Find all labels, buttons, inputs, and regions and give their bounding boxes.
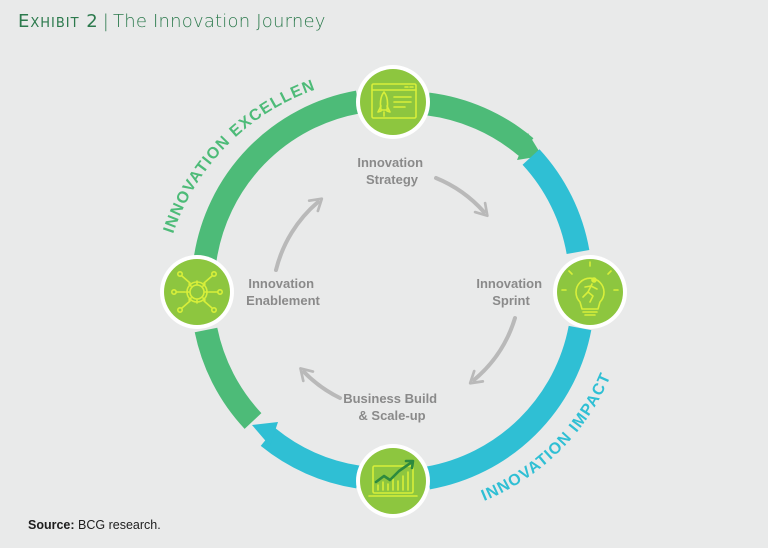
- impact-arrowhead: [252, 422, 278, 446]
- stage-label-strategy: Innovation Strategy: [357, 155, 426, 187]
- inner-arrow-strategy-to-sprint: [434, 176, 489, 218]
- running-lightbulb-icon: [561, 261, 619, 316]
- excellence-arc-left: [193, 90, 361, 262]
- stage-node-enablement: [160, 255, 234, 329]
- innovation-excellence-label: INNOVATION EXCELLENCE: [0, 0, 318, 235]
- exhibit-title: Exhibit 2|The Innovation Journey: [18, 11, 326, 32]
- source-label: Source:: [28, 518, 75, 532]
- page-title: The Innovation Journey: [113, 11, 326, 32]
- inner-arrow-sprint-to-build: [468, 316, 517, 385]
- stage-label-enablement: Innovation Enablement: [246, 276, 320, 308]
- source-note: Source: BCG research.: [28, 518, 161, 532]
- excellence-arc-lower-left: [194, 327, 262, 429]
- exhibit-label: Exhibit 2: [18, 11, 99, 32]
- growth-chart-icon: [368, 459, 418, 497]
- stage-node-sprint: [553, 255, 627, 329]
- stage-label-build: Business Build & Scale-up: [343, 391, 441, 423]
- stage-node-build: [356, 444, 430, 518]
- inner-arrow-enablement-to-strategy: [274, 197, 324, 272]
- inner-arrow-build-to-enablement: [299, 367, 342, 400]
- impact-arc-bottom-left: [260, 427, 360, 489]
- stage-node-strategy: [356, 65, 430, 139]
- excellence-arc-top-right: [426, 92, 534, 156]
- rocket-browser-icon: [371, 83, 417, 119]
- source-text: BCG research.: [78, 518, 161, 532]
- impact-arc-top-right: [522, 149, 590, 255]
- title-separator: |: [102, 11, 110, 32]
- stage-label-sprint: Innovation Sprint: [476, 276, 545, 308]
- impact-arc-bottom-right: [425, 325, 592, 490]
- gear-network-icon: [171, 270, 224, 313]
